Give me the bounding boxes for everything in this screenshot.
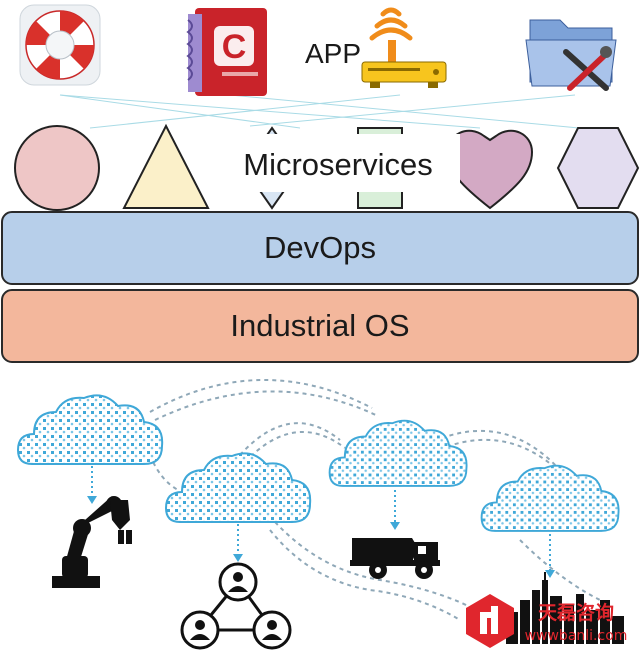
- robot-arm-icon: [52, 496, 132, 588]
- svg-text:C: C: [222, 28, 247, 66]
- microservices-label: Microservices: [243, 147, 432, 182]
- industrial-os-label: Industrial OS: [230, 308, 409, 343]
- app-connector-lines: [59, 94, 601, 131]
- industrial-os-layer: [1, 289, 639, 363]
- cloud-1: [17, 394, 164, 465]
- folder-tools-icon: [525, 19, 617, 91]
- people-network-icon: [180, 562, 292, 650]
- brand-name: 天磊咨询: [538, 601, 614, 624]
- lifebuoy-icon: [19, 4, 101, 86]
- microservice-heart: [446, 129, 534, 210]
- cloud-2: [165, 452, 312, 523]
- brand-url: wwwbanli.com: [525, 628, 628, 644]
- dump-truck-icon: [350, 538, 440, 579]
- microservices-label-box: [218, 134, 460, 192]
- devops-layer: [1, 211, 639, 285]
- brand-logo: [466, 594, 514, 648]
- firewire-router-icon: [361, 7, 447, 88]
- app-label: APP: [305, 38, 361, 69]
- cloud-4: [480, 464, 620, 532]
- microservice-hexagon: [556, 127, 640, 209]
- scribble-book-icon: C: [186, 8, 267, 96]
- microservice-circle: [14, 125, 100, 211]
- device-arrows: [87, 466, 555, 578]
- microservice-triangle: [122, 123, 210, 209]
- devops-label: DevOps: [264, 230, 376, 265]
- cloud-3: [328, 419, 468, 487]
